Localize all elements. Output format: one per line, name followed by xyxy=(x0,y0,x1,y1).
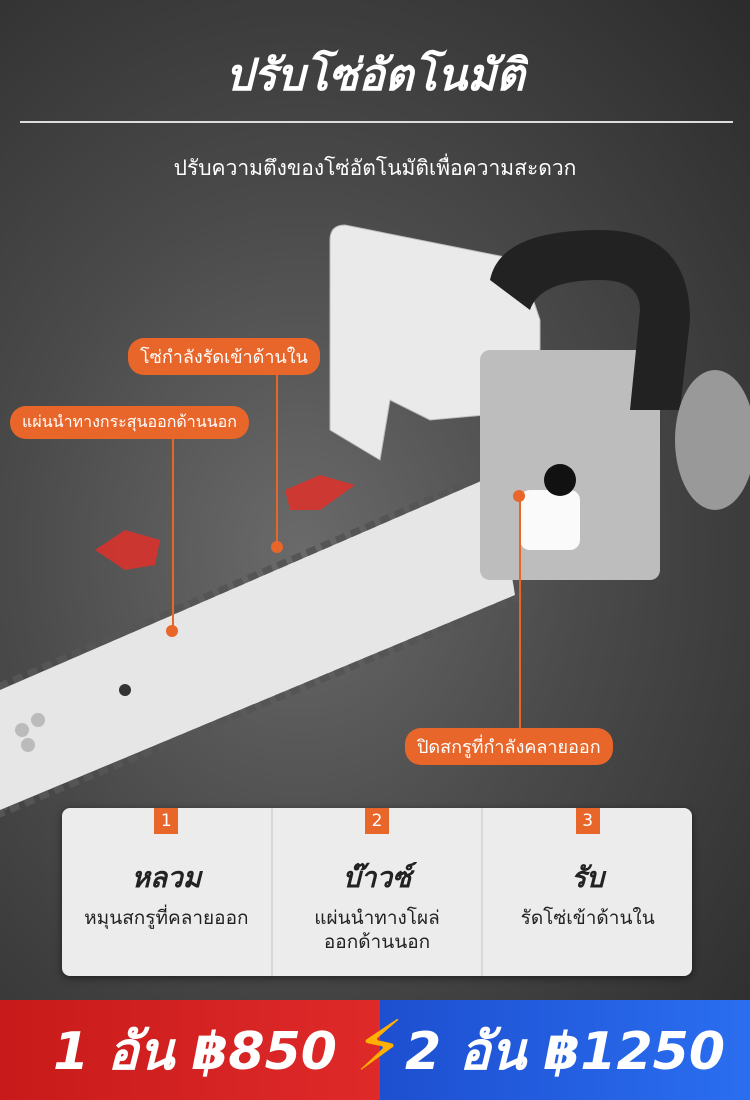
arrow-left-icon xyxy=(95,530,160,570)
step-3: 3 รับ รัดโซ่เข้าด้านใน xyxy=(483,808,692,976)
callout-dot xyxy=(166,625,178,637)
callout-line xyxy=(276,370,278,545)
step-description: หมุนสกรูที่คลายออก xyxy=(84,907,249,929)
callout-screw: ปิดสกรูที่กำลังคลายออก xyxy=(405,728,613,765)
callout-guide-plate: แผ่นนำทางกระสุนออกด้านนอก xyxy=(10,406,249,439)
handle xyxy=(490,230,690,410)
step-description: รัดโซ่เข้าด้านใน xyxy=(520,907,655,929)
step-number: 3 xyxy=(575,808,600,834)
step-description: แผ่นนำทางโผล่ ออกด้านนอก xyxy=(314,907,440,953)
callout-dot xyxy=(271,541,283,553)
step-number: 1 xyxy=(154,808,179,834)
callout-dot xyxy=(513,490,525,502)
clamp xyxy=(675,370,750,510)
step-1: 1 หลวม หมุนสกรูที่คลายออก xyxy=(62,808,273,976)
callout-line xyxy=(172,436,174,628)
subtitle: ปรับความตึงของโซ่อัตโนมัติเพื่อความสะดวก xyxy=(173,156,577,180)
step-heading: รับ xyxy=(571,861,605,894)
steps-panel: 1 หลวม หมุนสกรูที่คลายออก 2 บ๊าวซ์ แผ่นน… xyxy=(62,808,692,976)
callout-line xyxy=(519,495,521,730)
price-offer-2: 2 อัน ฿1250 xyxy=(380,1000,750,1100)
page-title: ปรับโซ่อัตโนมัติ xyxy=(225,50,525,101)
divider xyxy=(20,121,733,123)
chainsaw-illustration xyxy=(0,224,750,818)
arrow-right-icon xyxy=(285,475,355,510)
step-heading: หลวม xyxy=(131,861,202,894)
callout-chain-tightening: โซ่กำลังรัดเข้าด้านใน xyxy=(128,338,320,375)
step-number: 2 xyxy=(365,808,389,834)
step-heading: บ๊าวซ์ xyxy=(342,861,412,894)
lightning-icon: ⚡ xyxy=(355,1005,405,1087)
step-2: 2 บ๊าวซ์ แผ่นนำทางโผล่ ออกด้านนอก xyxy=(273,808,484,976)
price-offer-1: 1 อัน ฿850 xyxy=(0,1000,390,1100)
